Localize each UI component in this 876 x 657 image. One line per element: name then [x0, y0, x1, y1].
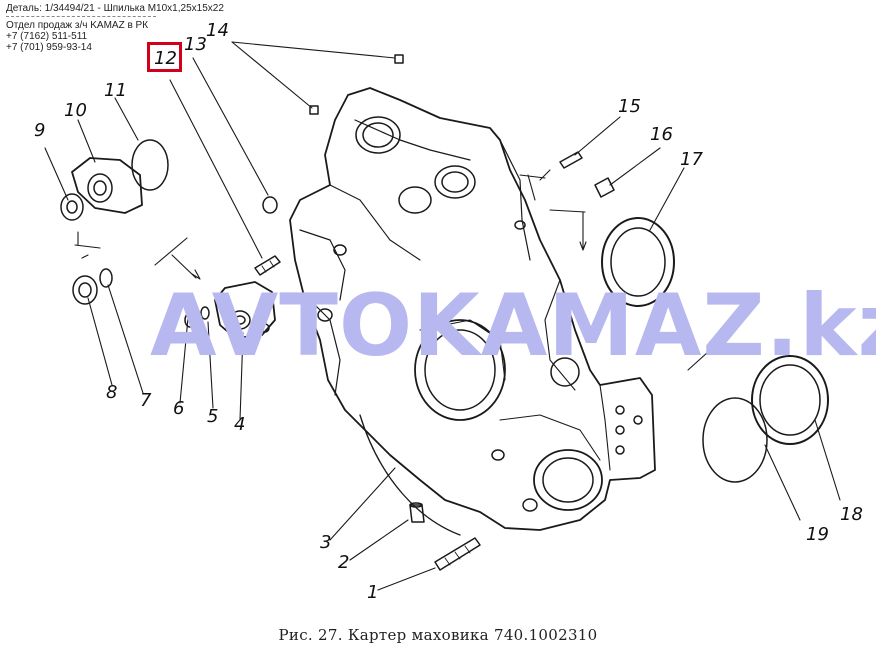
part-stud-12 [254, 255, 281, 276]
label-17: 17 [680, 149, 703, 170]
dept-text: Отдел продаж з/ч KAMAZ в РК [6, 20, 149, 31]
label-7: 7 [140, 390, 152, 411]
label-6: 6 [173, 398, 185, 419]
phone-2: +7 (701) 959-93-14 [6, 42, 92, 53]
part-seal-18 [751, 355, 829, 445]
part-cover-4 [214, 281, 276, 339]
figure-caption: Рис. 27. Картер маховика 740.1002310 [278, 626, 598, 644]
label-3: 3 [320, 532, 332, 553]
label-4: 4 [234, 414, 246, 435]
label-19: 19 [806, 524, 829, 545]
part-ring-19 [702, 397, 768, 483]
label-1: 1 [367, 582, 379, 603]
label-18: 18 [840, 504, 863, 525]
watermark: AVTOKAMAZ.kz [150, 276, 876, 376]
label-5: 5 [207, 406, 219, 427]
label-12: 12 [154, 48, 177, 69]
label-2: 2 [338, 552, 350, 573]
part-seal-9 [60, 193, 84, 221]
part-ring-5 [200, 306, 210, 320]
part-plug-16 [594, 177, 615, 198]
part-stud-1 [434, 537, 481, 571]
label-14: 14 [206, 20, 229, 41]
highlight-box [147, 42, 182, 72]
part-ring-7 [99, 268, 113, 288]
label-11: 11 [104, 80, 127, 101]
part-info: Деталь: 1/34494/21 - Шпилька М10х1,25х15… [6, 3, 224, 53]
label-16: 16 [650, 124, 673, 145]
part-plugs-14 [309, 54, 404, 115]
part-seal-17 [601, 217, 675, 307]
leader-lines [44, 41, 841, 591]
detail-text: Деталь: 1/34494/21 - Шпилька М10х1,25х15… [6, 3, 224, 14]
part-cover-10 [71, 157, 143, 214]
part-stud-2 [409, 502, 425, 523]
separator-line [6, 16, 156, 17]
label-15: 15 [618, 96, 641, 117]
part-pin-15 [559, 151, 583, 169]
label-10: 10 [64, 100, 87, 121]
part-seal-6 [184, 312, 196, 328]
assembly-arrows [74, 169, 726, 371]
part-gasket-11 [131, 139, 169, 191]
label-13: 13 [184, 34, 207, 55]
part-washer-13 [262, 196, 278, 214]
label-8: 8 [106, 382, 118, 403]
phone-1: +7 (7162) 511-511 [6, 31, 88, 42]
label-9: 9 [34, 120, 46, 141]
part-seal-8 [72, 275, 98, 305]
housing-body [289, 87, 656, 536]
